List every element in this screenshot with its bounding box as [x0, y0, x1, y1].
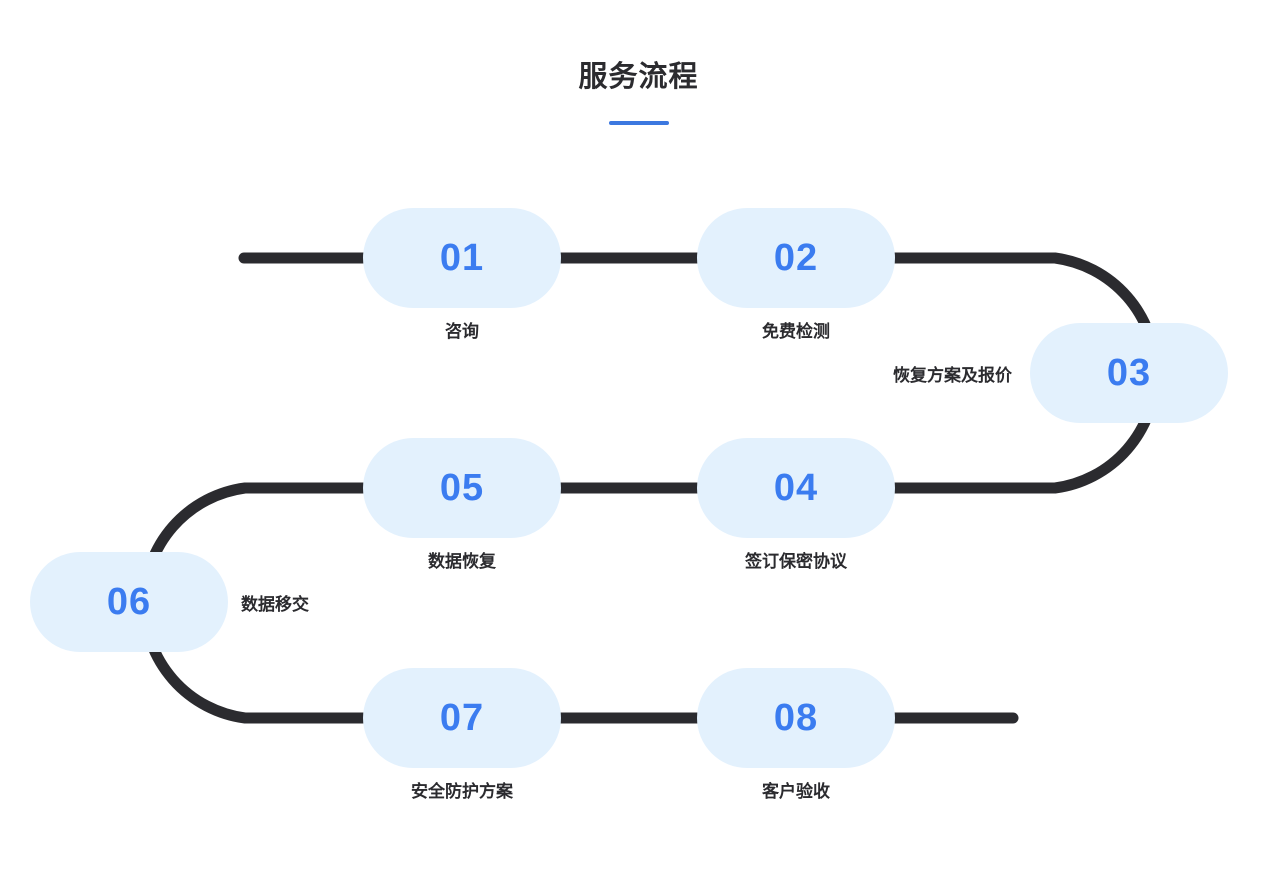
flow-node-05-number: 05 [439, 467, 485, 509]
flow-node-03[interactable]: 03 [1030, 323, 1228, 423]
flow-node-08[interactable]: 08 [697, 668, 895, 768]
flow-node-07[interactable]: 07 [363, 668, 561, 768]
flow-node-04[interactable]: 04 [697, 438, 895, 538]
flow-node-02-label: 免费检测 [762, 322, 830, 341]
flow-node-03-label: 恢复方案及报价 [893, 366, 1012, 385]
page-title: 服务流程 [578, 61, 699, 93]
flow-node-07-number: 07 [439, 697, 485, 739]
flow-node-06-number: 06 [106, 581, 152, 623]
title-underline-rule [608, 120, 669, 125]
flow-node-06-label: 数据移交 [241, 595, 309, 614]
flow-node-04-label: 签订保密协议 [745, 552, 847, 571]
flow-node-08-label: 客户验收 [762, 782, 830, 801]
flow-node-08-number: 08 [773, 697, 819, 739]
flow-node-03-number: 03 [1106, 352, 1152, 394]
flow-node-05[interactable]: 05 [363, 438, 561, 538]
flow-node-01-label: 咨询 [445, 322, 479, 341]
flow-node-05-label: 数据恢复 [428, 552, 496, 571]
flow-node-01[interactable]: 01 [363, 208, 561, 308]
flow-node-04-number: 04 [773, 467, 819, 509]
flow-node-02[interactable]: 02 [697, 208, 895, 308]
flow-node-06[interactable]: 06 [30, 552, 228, 652]
flow-node-01-number: 01 [439, 237, 485, 279]
flow-node-02-number: 02 [773, 237, 819, 279]
flow-node-07-label: 安全防护方案 [411, 782, 513, 801]
page-title-block: 服务流程 [0, 60, 1277, 125]
